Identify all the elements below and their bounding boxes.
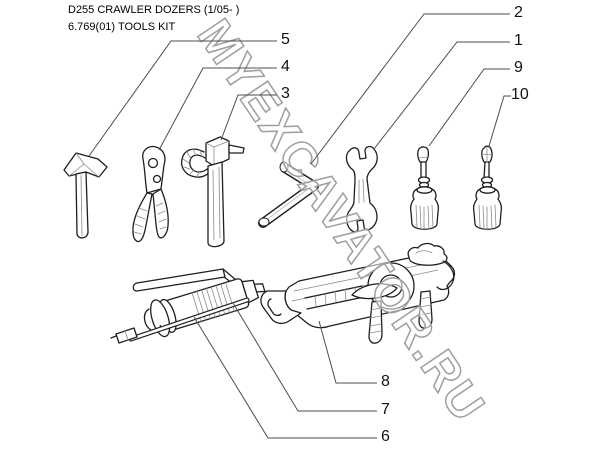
callout-number-9: 9 bbox=[514, 59, 523, 76]
callout-number-5: 5 bbox=[281, 31, 290, 48]
leader-line-10 bbox=[488, 95, 511, 147]
callout-number-4: 4 bbox=[281, 58, 290, 75]
pliers-drawing bbox=[132, 145, 169, 243]
callout-number-1: 1 bbox=[514, 32, 523, 49]
leader-line-7 bbox=[232, 302, 377, 412]
open-end-wrench-drawing bbox=[345, 145, 378, 233]
callout-number-6: 6 bbox=[381, 428, 390, 445]
extension-tube-drawing bbox=[110, 297, 250, 344]
callout-number-10: 10 bbox=[511, 86, 529, 103]
phillips-screwdriver-drawing bbox=[472, 145, 503, 231]
tool-bag-drawing bbox=[260, 242, 456, 344]
leader-line-5 bbox=[88, 40, 277, 157]
leader-line-6 bbox=[193, 316, 377, 439]
leader-lines bbox=[88, 13, 511, 439]
watermark-text: MYEXCAVATOR.RU bbox=[187, 11, 495, 432]
leader-line-4 bbox=[158, 67, 277, 151]
section-title: 6.769(01) TOOLS KIT bbox=[68, 21, 176, 33]
hex-key-drawing bbox=[258, 161, 319, 228]
chisel-with-guard-drawing bbox=[180, 136, 245, 248]
callout-number-2: 2 bbox=[514, 4, 523, 21]
model-title: D255 CRAWLER DOZERS (1/05- ) bbox=[68, 4, 240, 16]
callout-number-3: 3 bbox=[281, 85, 290, 102]
leader-line-1 bbox=[373, 41, 510, 150]
leader-line-3 bbox=[220, 94, 277, 141]
leader-line-2 bbox=[310, 13, 510, 165]
leader-line-8 bbox=[318, 320, 377, 384]
callout-number-7: 7 bbox=[381, 401, 390, 418]
flat-screwdriver-drawing bbox=[409, 146, 440, 231]
leader-line-9 bbox=[428, 68, 510, 147]
hammer-drawing bbox=[63, 152, 108, 239]
callout-number-8: 8 bbox=[381, 373, 390, 390]
